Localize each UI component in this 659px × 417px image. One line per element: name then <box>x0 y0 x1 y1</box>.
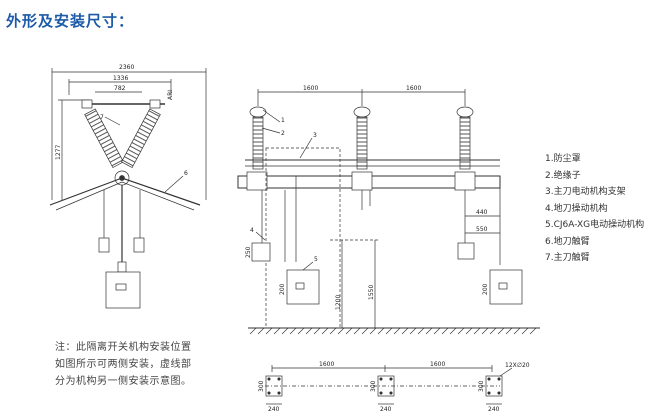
legend-item-dust-cover: 1.防尘罩 <box>545 154 581 164</box>
legend-item-main-blade-bracket: 3.主刀电动机构支架 <box>545 187 626 197</box>
dim-1336: 1336 <box>113 75 128 82</box>
dim-1600-left: 1600 <box>303 85 318 92</box>
page-title: 外形及安装尺寸： <box>6 12 135 30</box>
dim-1550: 1550 <box>368 285 375 300</box>
callout-5: 5 <box>314 256 318 263</box>
legend-item-earthing-mechanism: 4.地刀操动机构 <box>545 203 608 214</box>
parts-legend: 1.防尘罩 2.绝缘子 3.主刀电动机构支架 4.地刀操动机构 5.CJ6A-X… <box>545 151 644 267</box>
install-note-line-2: 如图所示可两侧安装，虚线部 <box>55 359 192 370</box>
dim-200-left: 200 <box>279 283 286 295</box>
dim-1277: 1277 <box>55 145 62 160</box>
install-note-line-1: 注：此隔离开关机构安装位置 <box>55 342 192 353</box>
base-dim-240-left: 240 <box>268 406 280 413</box>
legend-item-insulator: 2.绝缘子 <box>545 170 581 181</box>
dim-1600-right: 1600 <box>406 85 421 92</box>
base-plan <box>265 365 513 405</box>
callout-6: 6 <box>184 170 188 177</box>
callout-1: 1 <box>281 117 285 124</box>
callout-3: 3 <box>313 132 317 139</box>
side-view <box>49 68 207 309</box>
dim-ari: ARI <box>167 90 174 100</box>
dim-782: 782 <box>114 85 126 92</box>
install-note: 注：此隔离开关机构安装位置 如图所示可两侧安装，虚线部 分为机构另一侧安装示意图… <box>55 339 220 390</box>
base-dim-240-right: 240 <box>488 406 500 413</box>
dim-550: 550 <box>476 226 488 233</box>
base-dim-1600-left: 1600 <box>319 361 334 368</box>
legend-item-main-arm: 7.主刀触臂 <box>545 253 590 263</box>
legend-item-earthing-arm: 6.地刀触臂 <box>545 236 590 247</box>
base-dim-1600-right: 1600 <box>430 361 445 368</box>
legend-item-motor-mechanism: 5.CJ6A-XG电动操动机构 <box>545 220 645 230</box>
front-view <box>237 89 540 335</box>
base-dim-holes: 12X∅20 <box>505 362 530 369</box>
dim-250: 250 <box>245 246 252 258</box>
base-dim-300-mid: 300 <box>370 380 377 392</box>
base-dim-300-right: 300 <box>478 380 485 392</box>
base-dim-240-mid: 240 <box>380 406 392 413</box>
callout-7: 7 <box>100 114 104 121</box>
install-note-line-3: 分为机构另一侧安装示意图。 <box>55 376 192 387</box>
callout-2: 2 <box>281 130 285 137</box>
dim-200-right: 200 <box>482 283 489 295</box>
dim-440: 440 <box>476 209 488 216</box>
dim-1200: 1200 <box>335 295 342 310</box>
callout-4: 4 <box>250 227 254 234</box>
dim-2360: 2360 <box>119 64 134 71</box>
base-dim-300-left: 300 <box>258 380 265 392</box>
